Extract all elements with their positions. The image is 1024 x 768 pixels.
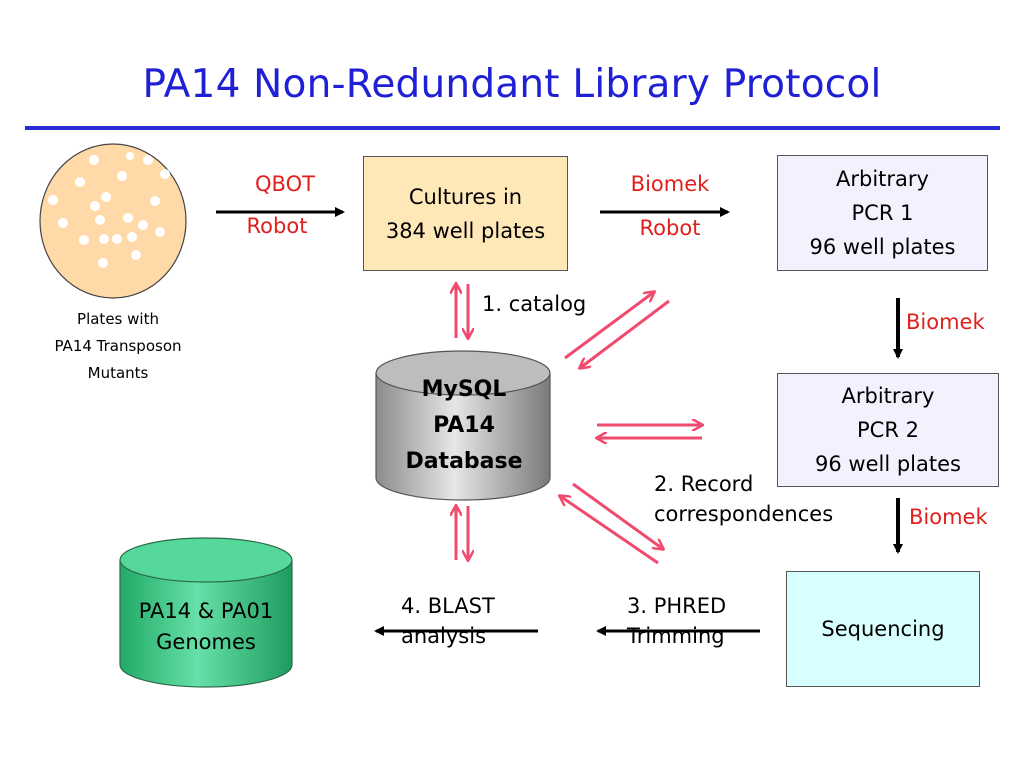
cultures-line: Cultures in xyxy=(408,184,523,209)
pcr2-line: Arbitrary xyxy=(841,384,935,408)
sequencing-box: Sequencing xyxy=(786,571,980,687)
record-line: correspondences xyxy=(654,502,834,526)
record-label: 2. Record correspondences xyxy=(654,469,833,529)
blast-line: 4. BLAST xyxy=(401,594,495,618)
biomek-label-2: Biomek xyxy=(909,505,988,529)
page-title: PA14 Non-Redundant Library Protocol xyxy=(142,62,882,107)
qbot-label: QBOT xyxy=(255,172,315,196)
mysql-line: Database xyxy=(405,449,523,474)
mysql-line: PA14 xyxy=(433,413,495,438)
pcr1-box: Arbitrary PCR 1 96 well plates xyxy=(777,155,988,271)
pcr2-line: 96 well plates xyxy=(815,452,961,476)
genomes-line: PA14 & PA01 xyxy=(138,599,274,623)
pcr1-arrow-out xyxy=(564,292,654,360)
plate-caption-line: PA14 Transposon xyxy=(54,337,182,355)
sequencing-label: Sequencing xyxy=(821,617,945,641)
plate-caption-line: Plates with xyxy=(77,310,159,328)
blast-line: analysis xyxy=(401,624,487,648)
seq-arrow-out xyxy=(572,482,663,549)
robot-label: Robot xyxy=(246,214,308,238)
record-line: 2. Record xyxy=(654,472,754,496)
genomes-label: PA14 & PA01 Genomes xyxy=(122,596,290,658)
genomes-database-icon xyxy=(119,537,293,688)
pcr1-line: Arbitrary xyxy=(836,167,929,191)
pcr1-line: 96 well plates xyxy=(809,235,956,259)
cultures-line: 384 well plates xyxy=(385,218,546,243)
pcr2-line: PCR 2 xyxy=(857,418,919,442)
genomes-line: Genomes xyxy=(156,630,256,654)
pcr1-line: PCR 1 xyxy=(851,201,914,225)
petri-plate-icon xyxy=(39,143,187,299)
phred-line: 3. PHRED xyxy=(627,594,727,618)
catalog-label: 1. catalog xyxy=(482,292,587,316)
phred-line: Trimming xyxy=(627,624,725,648)
cultures-box: Cultures in 384 well plates xyxy=(363,156,568,271)
blast-label: 4. BLAST analysis xyxy=(401,591,495,651)
plate-caption-line: Mutants xyxy=(87,364,149,382)
pcr2-box: Arbitrary PCR 2 96 well plates xyxy=(777,373,999,487)
mysql-line: MySQL xyxy=(421,377,507,402)
biomek-label-1: Biomek xyxy=(906,310,985,334)
biomek-label: Biomek xyxy=(630,172,710,196)
phred-label: 3. PHRED Trimming xyxy=(627,591,726,651)
plate-caption: Plates with PA14 Transposon Mutants xyxy=(28,306,208,387)
seq-arrow-in xyxy=(560,496,659,565)
biomek-robot-label: Robot xyxy=(639,216,701,240)
mysql-label: MySQL PA14 Database xyxy=(380,372,548,480)
title-underline xyxy=(25,126,1000,130)
pcr1-arrow-in xyxy=(580,299,670,368)
database-icon xyxy=(375,350,551,501)
